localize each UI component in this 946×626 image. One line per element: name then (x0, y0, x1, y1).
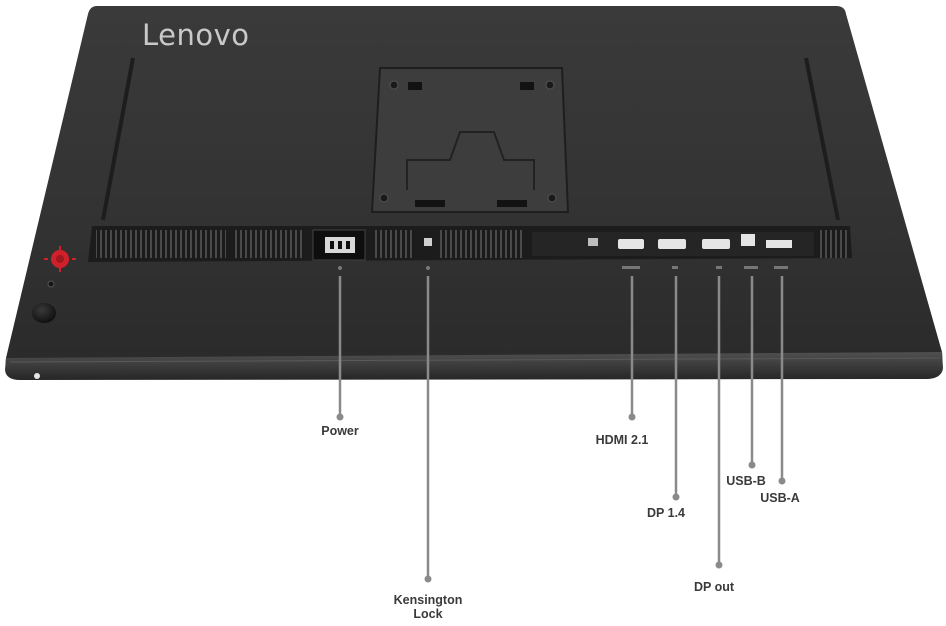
label-dp-in: DP 1.4 (647, 506, 685, 520)
label-kensington-line2: Lock (413, 607, 443, 621)
label-usb-a: USB-A (760, 491, 800, 505)
callout-lines (338, 276, 784, 578)
label-kensington-line1: Kensington (393, 593, 463, 607)
label-dp-out: DP out (693, 580, 735, 594)
vesa-mount-plate (370, 67, 570, 213)
usb-b-port (741, 234, 755, 246)
dp-in-port (658, 239, 686, 249)
power-button (44, 246, 76, 272)
hdmi-port (618, 239, 644, 249)
label-power: Power (321, 424, 359, 438)
kensington-slot (424, 238, 432, 246)
lenovo-logo: Lenovo (142, 18, 250, 52)
joystick-knob (32, 303, 56, 323)
label-hdmi: HDMI 2.1 (595, 433, 649, 447)
port-bar (88, 226, 852, 270)
usb-a-port (766, 240, 792, 248)
dp-out-port (702, 239, 730, 249)
power-socket (312, 229, 366, 261)
label-usb-b: USB-B (726, 474, 766, 488)
